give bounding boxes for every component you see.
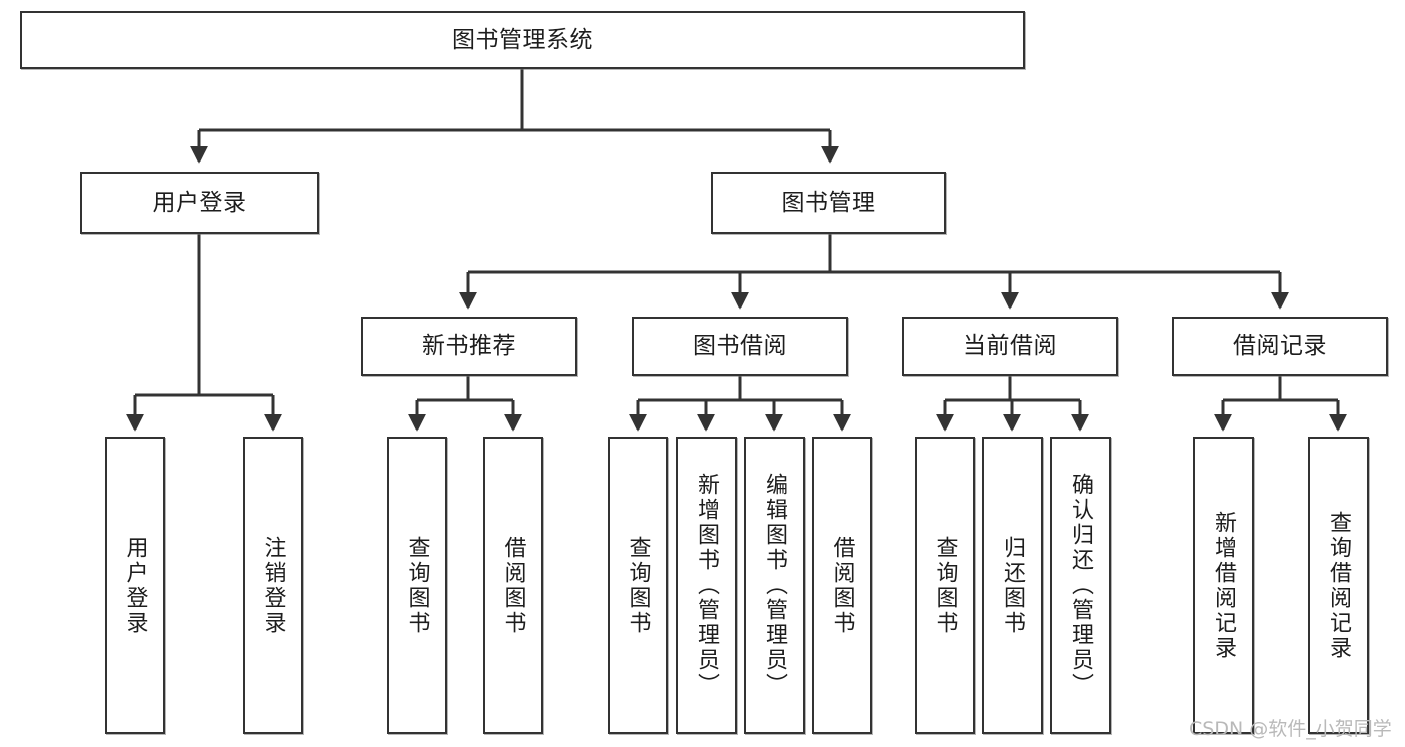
node-leaf-query-book-2[interactable]: 查询图书 xyxy=(608,437,668,734)
node-book-manage-label: 图书管理 xyxy=(781,189,876,216)
node-leaf-add-record[interactable]: 新增借阅记录 xyxy=(1193,437,1254,734)
node-book-borrow-label: 图书借阅 xyxy=(693,333,787,360)
node-leaf-borrow-book-1[interactable]: 借阅图书 xyxy=(483,437,543,734)
node-leaf-query-book-3[interactable]: 查询图书 xyxy=(915,437,975,734)
node-new-book-rec[interactable]: 新书推荐 xyxy=(361,317,577,376)
node-leaf-add-book[interactable]: 新增图书（管理员） xyxy=(676,437,737,734)
node-leaf-return-book-label: 归还图书 xyxy=(1000,535,1026,636)
node-book-manage[interactable]: 图书管理 xyxy=(711,172,946,234)
node-leaf-query-book-1[interactable]: 查询图书 xyxy=(387,437,447,734)
node-leaf-user-login[interactable]: 用户登录 xyxy=(105,437,165,734)
node-leaf-confirm-return[interactable]: 确认归还（管理员） xyxy=(1050,437,1111,734)
node-leaf-query-book-2-label: 查询图书 xyxy=(625,535,651,636)
node-leaf-user-login-label: 用户登录 xyxy=(122,535,148,636)
node-user-login-label: 用户登录 xyxy=(152,189,247,216)
node-root[interactable]: 图书管理系统 xyxy=(20,11,1025,69)
node-leaf-query-book-1-label: 查询图书 xyxy=(404,535,430,636)
csdn-watermark: CSDN @软件_小贺同学 xyxy=(1189,718,1392,740)
node-leaf-query-book-3-label: 查询图书 xyxy=(932,535,958,636)
node-leaf-borrow-book-2-label: 借阅图书 xyxy=(829,535,855,636)
node-current-borrow-label: 当前借阅 xyxy=(963,333,1057,360)
node-user-login[interactable]: 用户登录 xyxy=(80,172,319,234)
node-leaf-borrow-book-2[interactable]: 借阅图书 xyxy=(812,437,872,734)
node-current-borrow[interactable]: 当前借阅 xyxy=(902,317,1118,376)
node-leaf-user-logout[interactable]: 注销登录 xyxy=(243,437,303,734)
node-root-label: 图书管理系统 xyxy=(452,26,593,53)
node-book-borrow[interactable]: 图书借阅 xyxy=(632,317,848,376)
node-leaf-confirm-return-label: 确认归还（管理员） xyxy=(1068,473,1094,698)
node-leaf-edit-book[interactable]: 编辑图书（管理员） xyxy=(744,437,805,734)
node-leaf-user-logout-label: 注销登录 xyxy=(260,535,286,636)
node-leaf-borrow-book-1-label: 借阅图书 xyxy=(500,535,526,636)
node-leaf-edit-book-label: 编辑图书（管理员） xyxy=(762,473,788,698)
node-leaf-add-book-label: 新增图书（管理员） xyxy=(694,473,720,698)
node-borrow-record[interactable]: 借阅记录 xyxy=(1172,317,1388,376)
node-leaf-return-book[interactable]: 归还图书 xyxy=(982,437,1043,734)
node-leaf-query-record[interactable]: 查询借阅记录 xyxy=(1308,437,1369,734)
node-new-book-rec-label: 新书推荐 xyxy=(422,333,516,360)
node-leaf-add-record-label: 新增借阅记录 xyxy=(1211,510,1237,661)
node-borrow-record-label: 借阅记录 xyxy=(1233,333,1327,360)
node-leaf-query-record-label: 查询借阅记录 xyxy=(1326,510,1352,661)
